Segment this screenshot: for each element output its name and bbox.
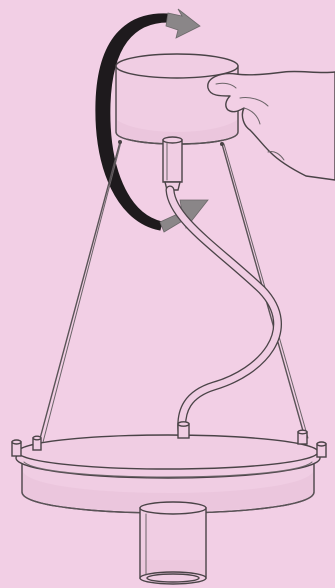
lamp-base-plate bbox=[16, 435, 320, 513]
power-cord bbox=[170, 190, 277, 432]
cord-grip bbox=[163, 137, 182, 190]
ceiling-canopy bbox=[116, 54, 238, 144]
lamp-socket bbox=[140, 502, 206, 584]
